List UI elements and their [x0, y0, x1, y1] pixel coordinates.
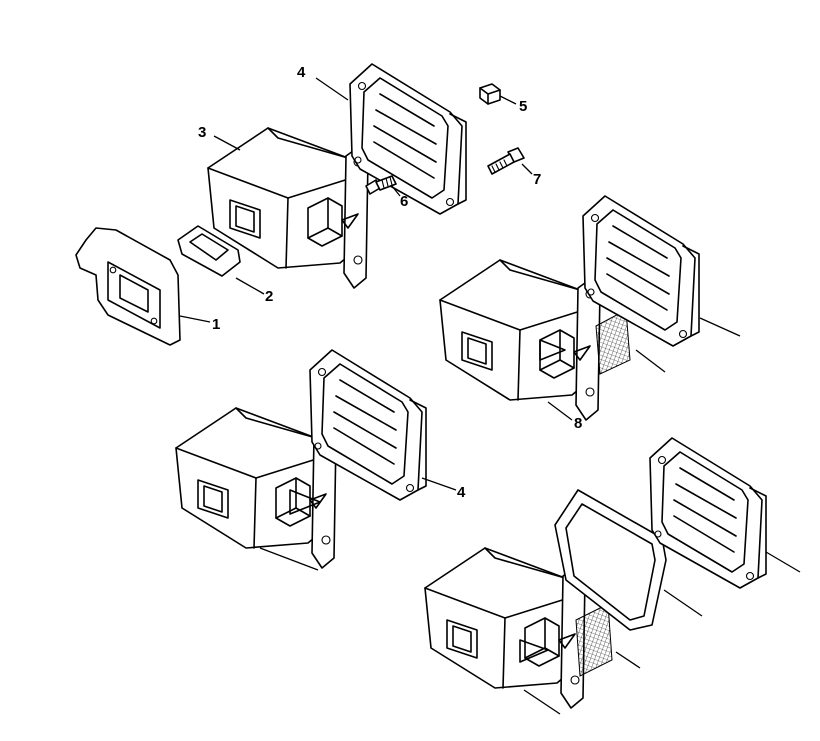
callout-2: 2: [265, 288, 273, 305]
callout-5: 5: [519, 98, 527, 115]
screw-long: [487, 147, 525, 175]
heat-shield: [75, 227, 181, 346]
callout-6: 6: [400, 193, 408, 210]
cover-gasket: [554, 489, 667, 631]
callout-7: 7: [533, 171, 541, 188]
collar-nut: [479, 83, 501, 105]
callout-3: 3: [198, 124, 206, 141]
spark-arrestor-screen: [595, 309, 631, 375]
muffler-variant-a: [439, 195, 741, 421]
muffler-variant-b: [175, 349, 427, 571]
callout-4-middle: 4: [457, 484, 466, 501]
callout-1: 1: [212, 316, 220, 333]
muffler-variant-c: [424, 437, 801, 715]
gasket: [177, 225, 241, 277]
spark-arrestor-screen-lower: [575, 603, 613, 677]
callout-4-top: 4: [297, 64, 306, 81]
callout-8: 8: [574, 415, 582, 432]
screw-short: [365, 175, 397, 195]
